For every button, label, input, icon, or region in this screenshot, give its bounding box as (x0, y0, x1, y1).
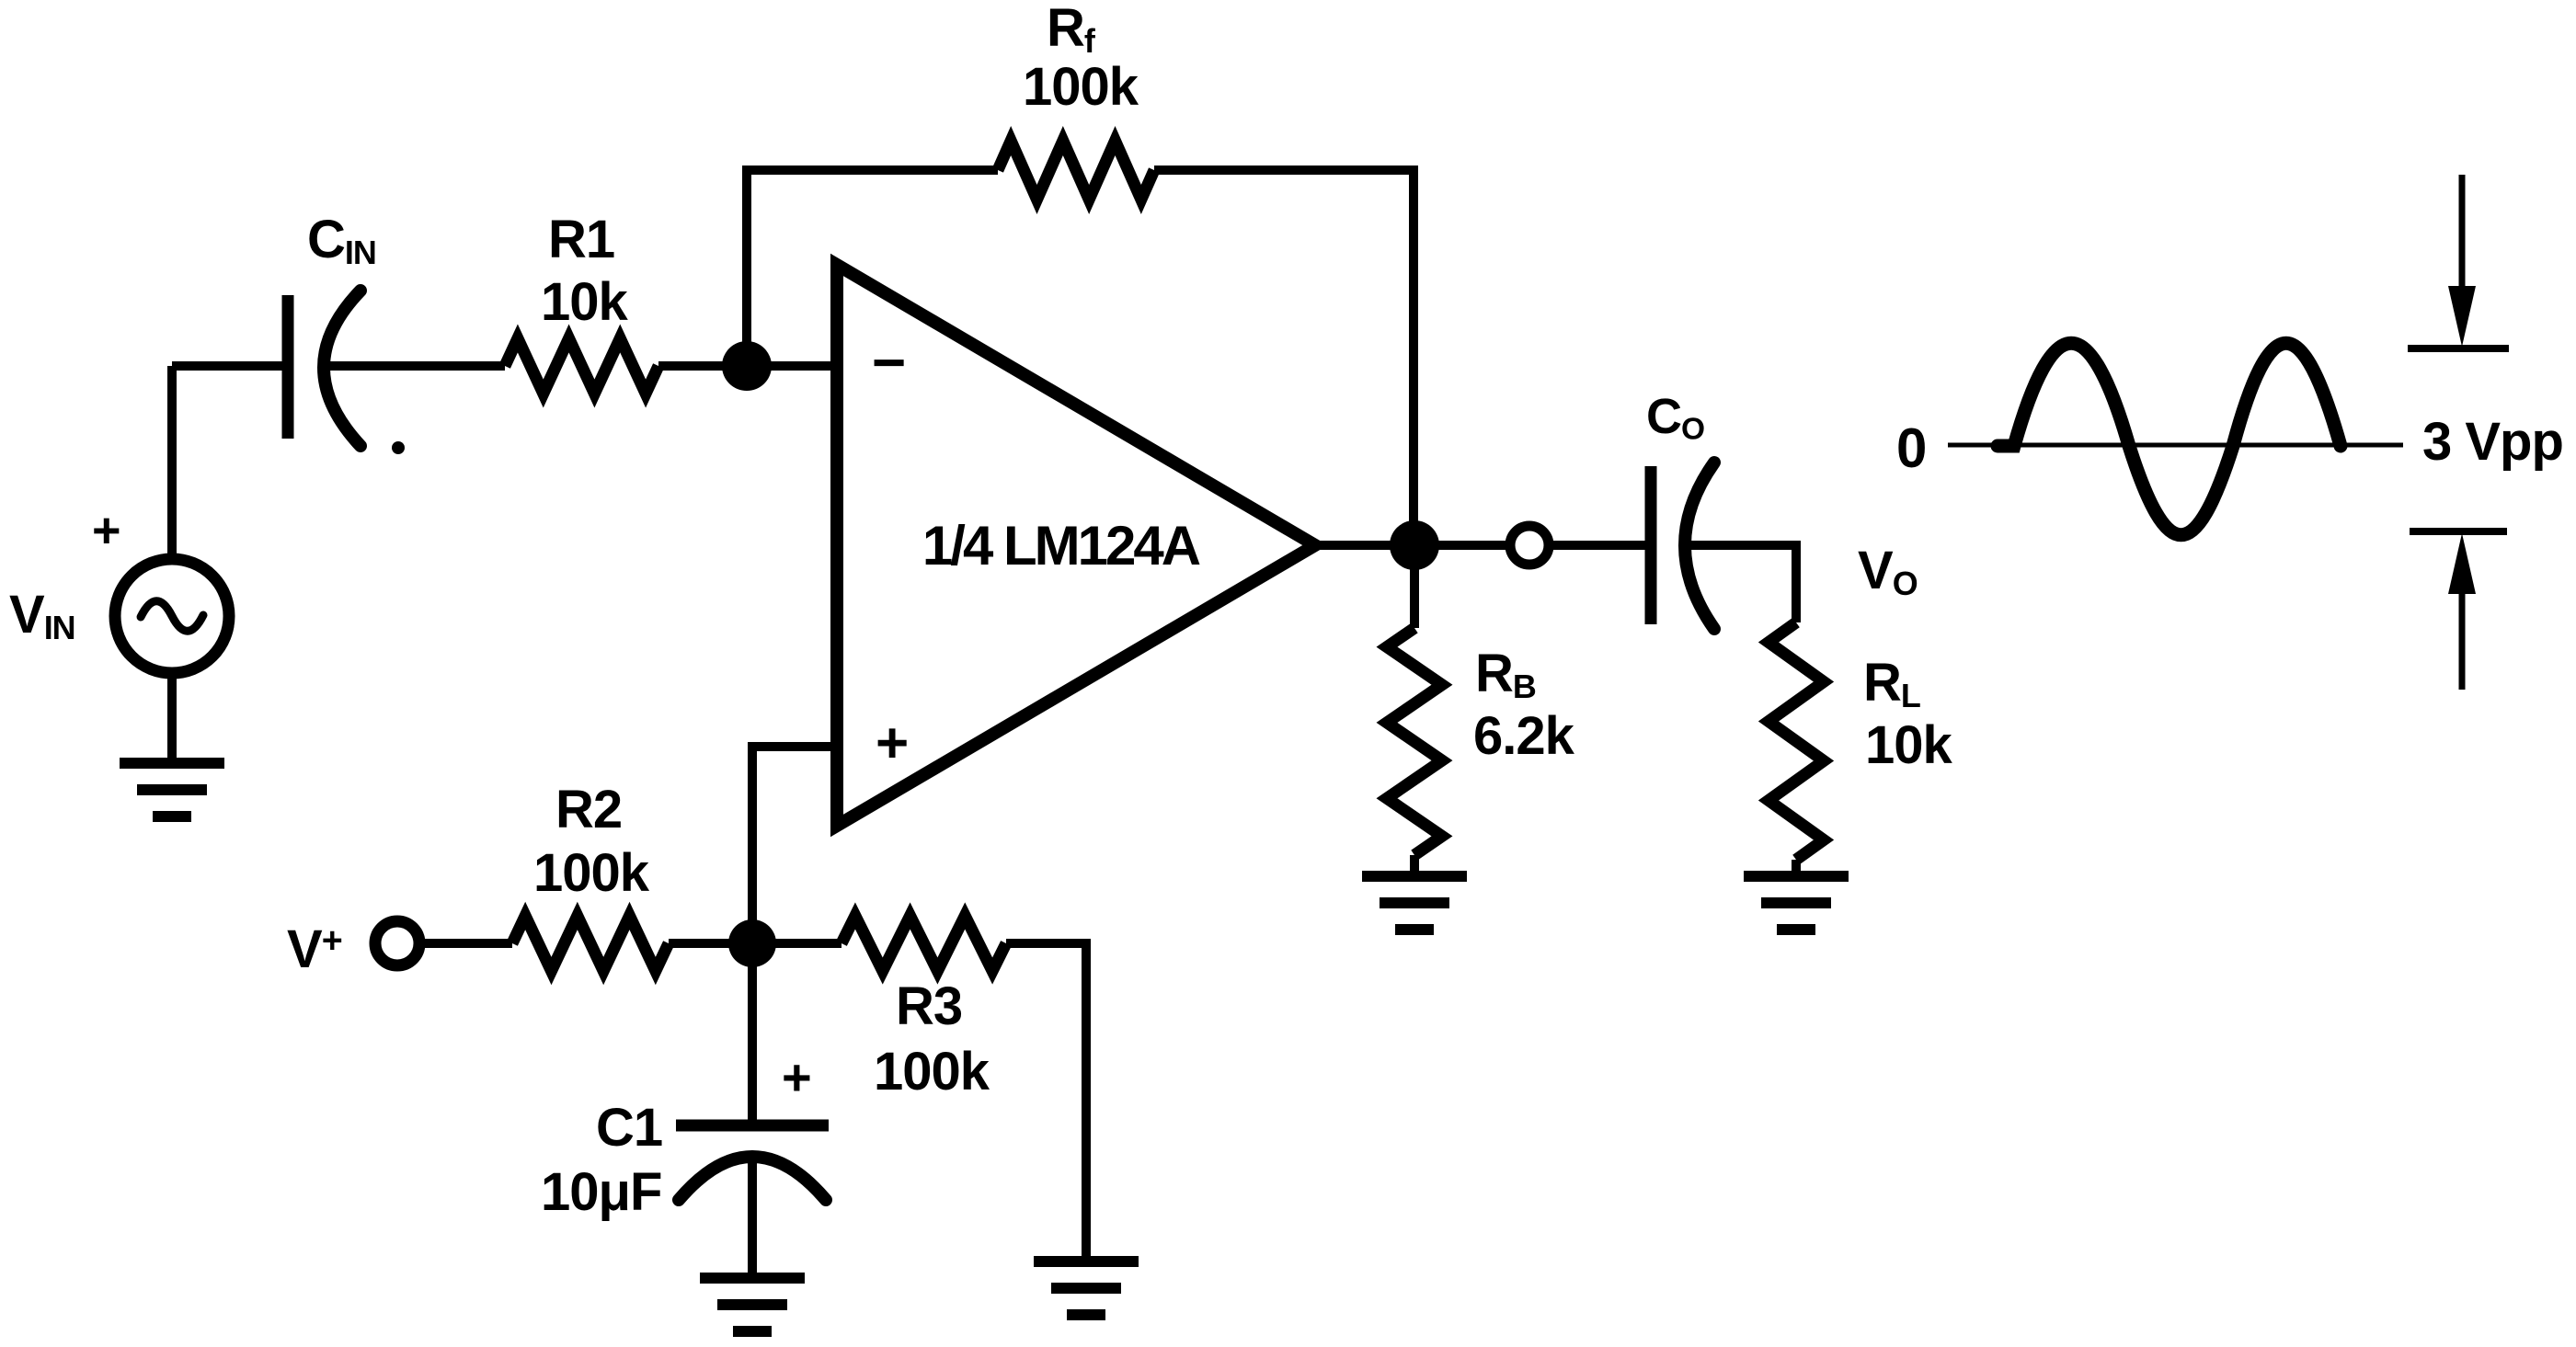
resistor-r3 (836, 902, 1012, 985)
vplus-terminal-circle (369, 915, 426, 972)
vin-polarity-mark: + (92, 503, 121, 558)
rl-label: RL (1863, 653, 1921, 715)
r2-designator: R2 (555, 780, 623, 839)
waveform-amplitude-label: 3 Vpp (2422, 412, 2564, 472)
opamp-device-label: 1/4 LM124A (922, 515, 1201, 576)
ground-symbol-vin (120, 758, 224, 822)
junction-dot-output (1390, 520, 1439, 570)
junction-dot-inverting (722, 341, 772, 391)
r3-value: 100k (874, 1042, 990, 1102)
resistor-r1 (499, 324, 664, 408)
arrow-down-icon (2448, 286, 2476, 347)
opamp-inverting-mark: − (872, 329, 906, 395)
opamp-noninverting-mark: + (876, 712, 909, 775)
junction-dot-bias (728, 919, 776, 967)
r3-designator: R3 (896, 976, 963, 1036)
resistors (499, 125, 1835, 986)
resistor-rl (1757, 617, 1835, 865)
capacitors (281, 284, 1721, 1206)
print-artifact-dot (392, 441, 405, 454)
rf-value: 100k (1023, 57, 1139, 117)
vin-label: VIN (9, 585, 76, 647)
supply-label: V+ (287, 919, 343, 979)
source-and-terminals (109, 520, 1554, 972)
c1-designator: C1 (596, 1098, 663, 1158)
c1-polarity-mark: + (782, 1048, 812, 1106)
rb-label: RB (1475, 644, 1537, 706)
opamp-triangle (830, 253, 1328, 838)
output-terminal-circle (1505, 520, 1554, 570)
rb-value: 6.2k (1473, 706, 1574, 766)
grounds (120, 758, 1849, 1337)
ground-symbol-rl (1744, 871, 1849, 935)
cin-label: CIN (307, 210, 377, 272)
wire-co-to-rl (1686, 541, 1801, 622)
waveform-zero-label: 0 (1896, 417, 1927, 479)
arrow-up-icon (2448, 533, 2476, 594)
r2-value: 100k (533, 843, 649, 903)
rl-value: 10k (1865, 715, 1952, 775)
r1-value: 10k (541, 272, 628, 332)
ground-symbol-rb (1362, 871, 1467, 935)
rf-label: Rf (1047, 0, 1095, 61)
resistor-r2 (507, 901, 674, 986)
wire-noninverting-input (748, 742, 837, 943)
resistor-rb (1376, 622, 1453, 861)
vo-label: VO (1858, 541, 1918, 603)
co-label: CO (1646, 389, 1705, 447)
ac-source-sine-icon (136, 597, 208, 635)
ground-symbol-r3 (1034, 1256, 1139, 1320)
wire-feedback-left (742, 166, 998, 366)
c1-curved-plate (672, 1150, 832, 1206)
output-waveform-figure (1948, 175, 2509, 690)
wire-feedback-right (1154, 166, 1418, 545)
c1-value: 10μF (541, 1162, 662, 1222)
wire-r3-to-ground (1006, 939, 1091, 1260)
opamp (830, 253, 1328, 838)
sine-wave (1990, 337, 2348, 542)
r1-designator: R1 (548, 210, 615, 269)
resistor-rf (992, 125, 1160, 215)
co-curved-plate (1678, 456, 1721, 635)
junctions (392, 341, 1439, 967)
cin-curved-plate (317, 284, 367, 452)
ground-symbol-c1 (700, 1273, 805, 1337)
